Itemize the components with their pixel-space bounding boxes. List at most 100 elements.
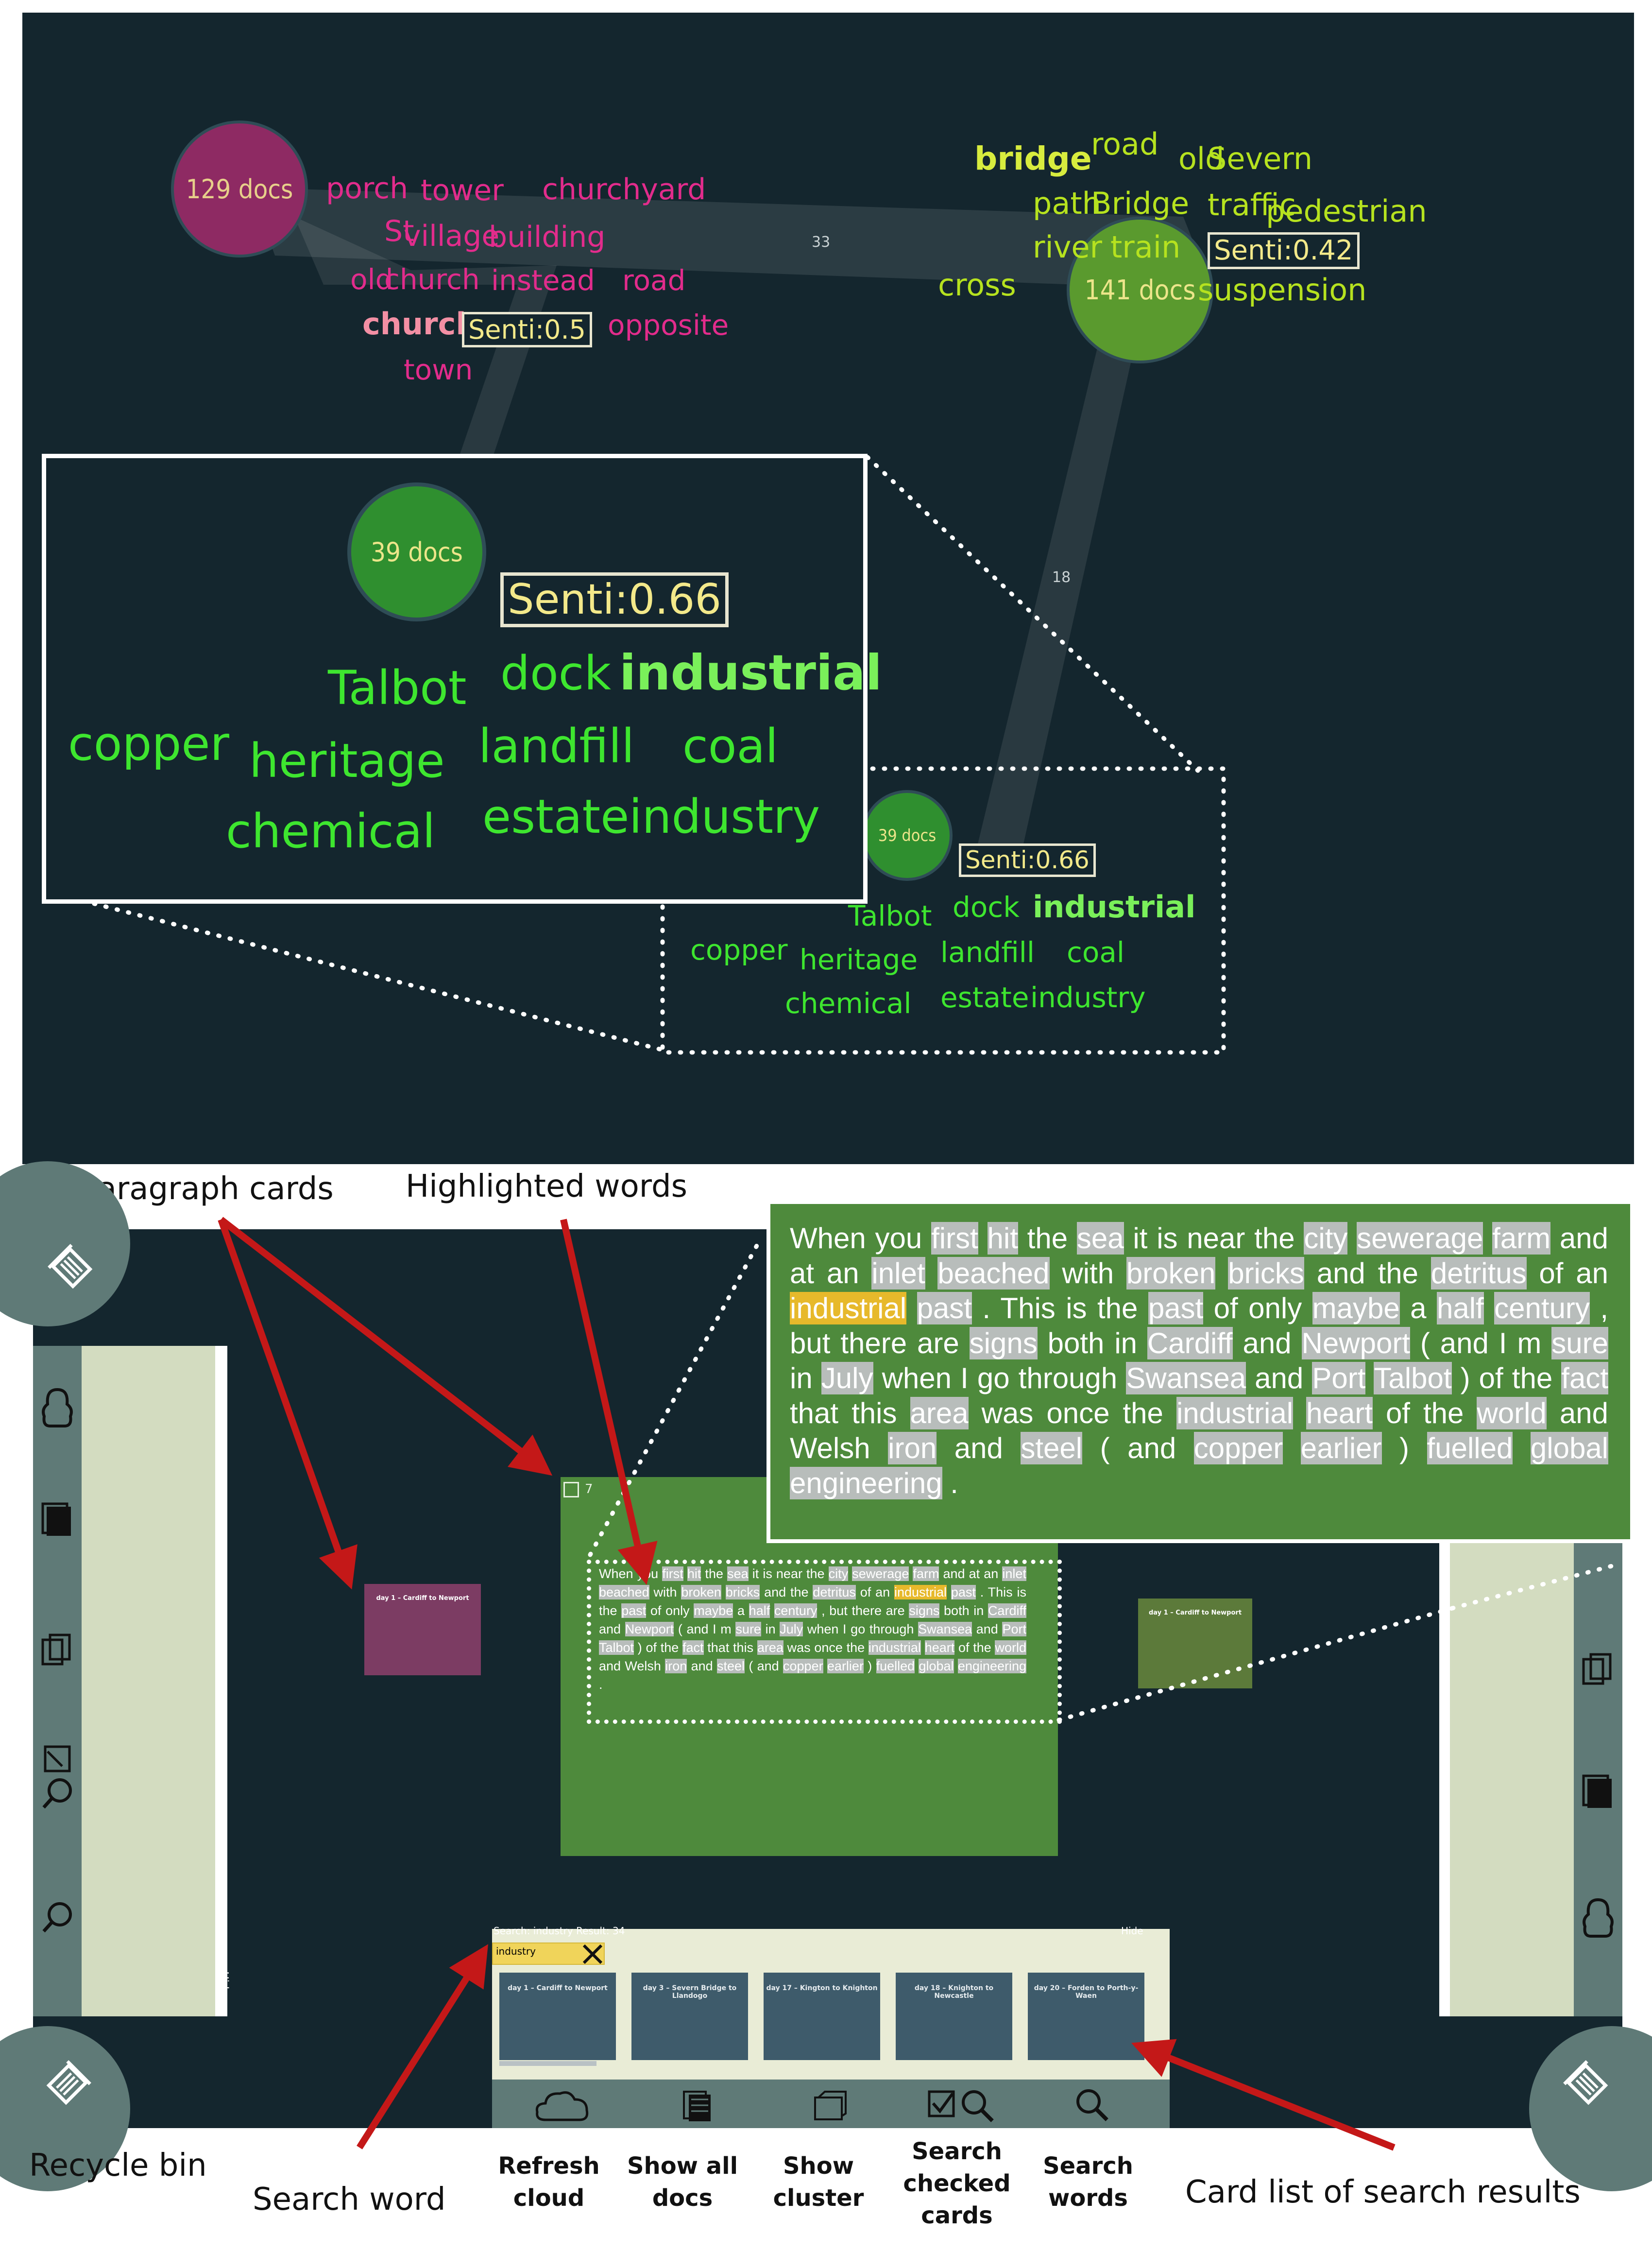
highlighted-word: engineering bbox=[957, 1659, 1026, 1673]
highlighted-word: beached bbox=[599, 1585, 649, 1599]
cloud-word[interactable]: instead bbox=[491, 264, 595, 297]
cloud-word[interactable]: porch bbox=[326, 172, 409, 206]
search-result-card[interactable]: day 17 – Kington to Knighton bbox=[764, 1973, 880, 2060]
cluster-icon[interactable] bbox=[33, 1623, 82, 1676]
cluster-icon[interactable] bbox=[779, 2080, 881, 2133]
cloud-word[interactable]: church bbox=[384, 263, 480, 296]
cloud-word[interactable]: tower bbox=[421, 173, 504, 207]
cloud-icon[interactable] bbox=[33, 1375, 82, 1438]
cloud-word[interactable]: church bbox=[362, 306, 477, 342]
cloud-word[interactable]: Severn bbox=[1208, 141, 1313, 176]
paragraph-card-pink[interactable]: day 1 – Cardiff to Newport bbox=[364, 1584, 481, 1675]
search-result-card[interactable]: day 1 – Cardiff to Newport bbox=[499, 1973, 616, 2060]
cloud-word[interactable]: path bbox=[1033, 186, 1101, 221]
annotation-paragraph-cards: Paragraph cards bbox=[80, 1171, 334, 1207]
cluster-bubble[interactable]: 39 docs bbox=[347, 482, 486, 621]
search-icon[interactable] bbox=[1041, 2080, 1143, 2133]
cloud-word[interactable]: heritage bbox=[249, 734, 445, 788]
recycle-bin-icon[interactable] bbox=[1547, 2044, 1623, 2120]
zoom-source-box bbox=[587, 1560, 1062, 1724]
cluster-bubble[interactable]: 129 docs bbox=[171, 120, 308, 258]
cloud-word[interactable]: industry bbox=[629, 790, 820, 844]
cloud-word[interactable]: road bbox=[622, 264, 686, 297]
highlighted-word: city bbox=[1304, 1222, 1348, 1255]
corner-bottom-left bbox=[0, 2026, 130, 2191]
highlighted-word: global bbox=[919, 1659, 954, 1673]
paragraph-text-run: and bbox=[599, 1622, 625, 1636]
cluster-bubble[interactable]: 141 docs bbox=[1067, 217, 1213, 363]
cloud-word[interactable]: old bbox=[1178, 141, 1225, 176]
recycle-bin-icon[interactable] bbox=[32, 1228, 107, 1304]
cloud-word[interactable]: industrial bbox=[619, 644, 882, 701]
stack-icon[interactable] bbox=[647, 2080, 749, 2133]
cloud-word[interactable]: Talbot bbox=[848, 899, 932, 932]
sentiment-badge: Senti:0.66 bbox=[500, 572, 729, 627]
paragraph-text-run bbox=[1293, 1397, 1306, 1429]
stack-icon[interactable] bbox=[1574, 1764, 1622, 1817]
highlighted-word: July bbox=[780, 1622, 803, 1636]
cloud-word[interactable]: chemical bbox=[226, 804, 436, 859]
cloud-word[interactable]: heritage bbox=[800, 943, 918, 976]
cloud-word[interactable]: landfill bbox=[940, 936, 1035, 969]
cloud-icon[interactable] bbox=[1574, 1885, 1622, 1948]
cloud-word[interactable]: river bbox=[1033, 229, 1103, 265]
cloud-word[interactable]: old bbox=[350, 263, 393, 296]
cloud-word[interactable]: estate bbox=[940, 981, 1029, 1014]
cloud-word[interactable]: landfill bbox=[478, 719, 635, 774]
cloud-word[interactable]: industrial bbox=[1033, 889, 1196, 925]
paragraph-text-run: was once the bbox=[783, 1640, 869, 1655]
cloud-word[interactable]: traffic bbox=[1208, 187, 1296, 223]
result-scrollbar[interactable] bbox=[499, 2061, 596, 2066]
recycle-bin-icon[interactable] bbox=[32, 2044, 107, 2120]
cloud-word[interactable]: suspension bbox=[1198, 272, 1367, 308]
highlighted-word: fuelled bbox=[876, 1659, 915, 1673]
cloud-word[interactable]: Talbot bbox=[328, 661, 467, 715]
cloud-word[interactable]: industry bbox=[1030, 981, 1146, 1014]
cloud-word[interactable]: train bbox=[1110, 229, 1181, 265]
search-checked-icon[interactable] bbox=[910, 2080, 1012, 2133]
paragraph-card-olive[interactable]: day 1 – Cardiff to Newport bbox=[1138, 1599, 1252, 1688]
cluster-doc-count: 129 docs bbox=[186, 173, 293, 205]
tray-hide-button[interactable]: Hide bbox=[1121, 1925, 1143, 1937]
clear-search-icon[interactable] bbox=[582, 1943, 603, 1965]
paragraph-text-run: ) of the bbox=[634, 1640, 683, 1655]
edge-weight-label: 33 bbox=[812, 234, 831, 251]
cloud-word[interactable]: road bbox=[1091, 126, 1159, 162]
search-checked-icon[interactable] bbox=[33, 1739, 82, 1817]
cluster-icon[interactable] bbox=[1574, 1642, 1622, 1696]
cloud-word[interactable]: building bbox=[489, 220, 606, 254]
search-result-card[interactable]: day 18 – Knighton to Newcastle bbox=[896, 1973, 1012, 2060]
highlighted-word: broken bbox=[681, 1585, 721, 1599]
cloud-icon[interactable] bbox=[511, 2080, 613, 2133]
cloud-word[interactable]: coal bbox=[682, 719, 779, 774]
cloud-word[interactable]: dock bbox=[953, 891, 1020, 924]
cloud-word[interactable]: Bridge bbox=[1091, 186, 1190, 221]
cloud-word[interactable]: St bbox=[384, 214, 414, 248]
search-result-card[interactable]: day 3 – Severn Bridge to Llandogo bbox=[631, 1973, 748, 2060]
search-result-card[interactable]: day 20 – Forden to Porth-y-Waen bbox=[1028, 1973, 1144, 2060]
highlighted-word: copper bbox=[783, 1659, 823, 1673]
cluster-bubble[interactable]: 39 docs bbox=[862, 790, 953, 881]
card-checkbox[interactable] bbox=[563, 1482, 579, 1497]
search-input[interactable]: industry bbox=[492, 1943, 605, 1965]
cloud-word[interactable]: chemical bbox=[785, 987, 912, 1020]
cloud-word[interactable]: coal bbox=[1067, 936, 1125, 969]
cloud-word[interactable]: opposite bbox=[608, 309, 729, 342]
cloud-word[interactable]: bridge bbox=[974, 140, 1092, 177]
paragraph-text-run: when I go through bbox=[803, 1622, 919, 1636]
cloud-word[interactable]: village bbox=[404, 219, 500, 253]
cloud-word[interactable]: churchyard bbox=[542, 172, 706, 206]
cloud-word[interactable]: estate bbox=[482, 790, 630, 844]
cloud-word[interactable]: cross bbox=[938, 267, 1016, 303]
cloud-word[interactable]: town bbox=[404, 353, 473, 386]
cloud-word[interactable]: dock bbox=[500, 646, 612, 701]
cloud-word[interactable]: pedestrian bbox=[1266, 193, 1427, 229]
cloud-word[interactable]: copper bbox=[690, 933, 788, 966]
cloud-word[interactable]: copper bbox=[68, 717, 229, 771]
stack-icon[interactable] bbox=[33, 1492, 82, 1545]
left-hide-label[interactable]: Hide bbox=[218, 1971, 230, 1996]
paragraph-text-run: of an bbox=[1526, 1257, 1609, 1289]
highlighted-word: fact bbox=[682, 1640, 704, 1655]
search-icon[interactable] bbox=[33, 1890, 82, 1943]
